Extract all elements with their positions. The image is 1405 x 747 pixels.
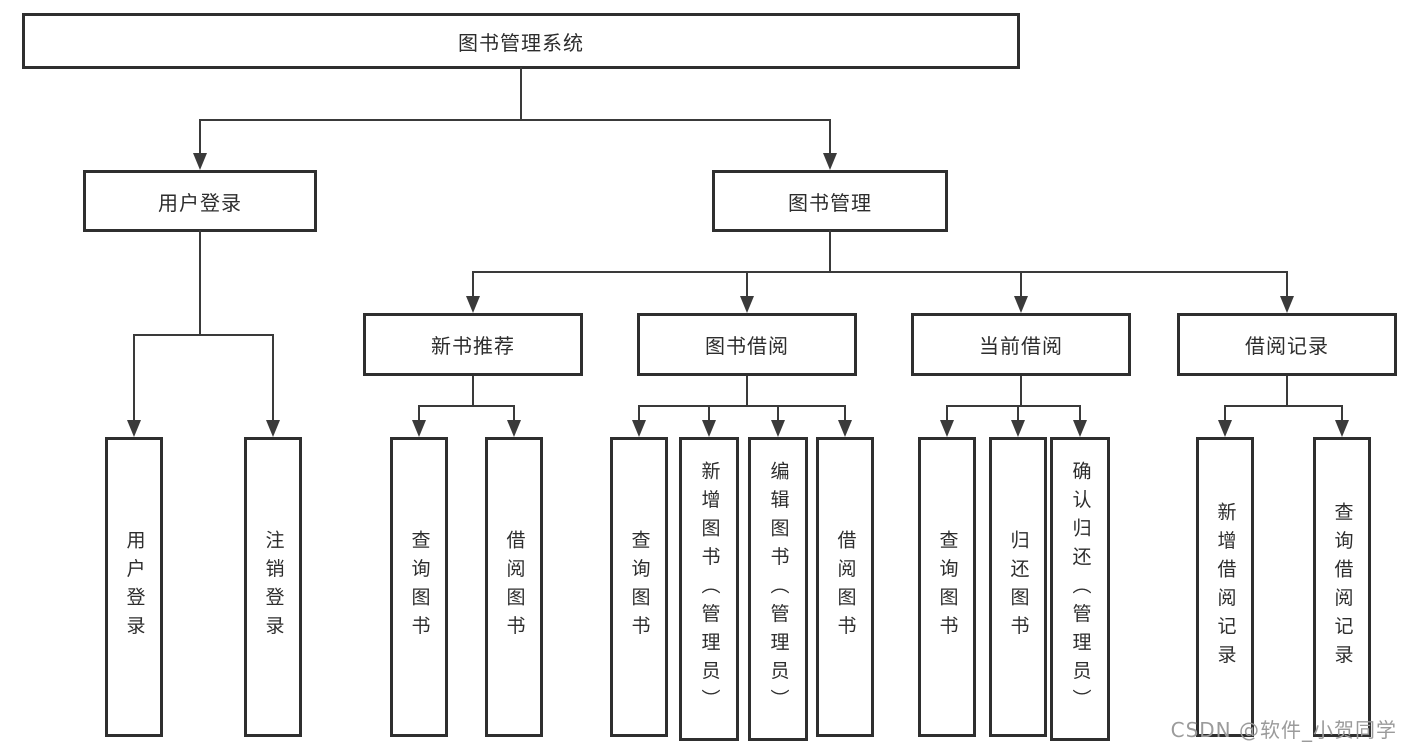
connector-line bbox=[418, 405, 420, 421]
connector-line bbox=[472, 376, 474, 407]
leaf-add-books-admin: 新增图书（管理员） bbox=[679, 437, 739, 741]
node-label: 借阅记录 bbox=[1245, 334, 1329, 358]
leaf-query-books-current: 查询图书 bbox=[918, 437, 976, 737]
node-book-management: 图书管理 bbox=[712, 170, 948, 232]
csdn-watermark: CSDN @软件_小贺同学 bbox=[1170, 718, 1397, 742]
connector-line bbox=[1020, 376, 1022, 407]
node-user-login-group: 用户登录 bbox=[83, 170, 317, 232]
leaf-user-login: 用户登录 bbox=[105, 437, 163, 737]
arrow-down-icon bbox=[1014, 296, 1028, 313]
leaf-label: 查询图书 bbox=[408, 530, 431, 644]
connector-line bbox=[1341, 405, 1343, 421]
connector-line bbox=[133, 334, 135, 420]
node-label: 图书管理系统 bbox=[458, 30, 584, 55]
connector-line bbox=[829, 119, 831, 154]
arrow-down-icon bbox=[940, 420, 954, 437]
connector-line bbox=[708, 405, 710, 421]
connector-line bbox=[1079, 405, 1081, 421]
connector-line bbox=[418, 405, 515, 407]
connector-line bbox=[199, 230, 201, 336]
connector-line bbox=[472, 271, 474, 297]
node-library-management-system: 图书管理系统 bbox=[22, 13, 1020, 69]
leaf-logout: 注销登录 bbox=[244, 437, 302, 737]
leaf-borrow-books-recommend: 借阅图书 bbox=[485, 437, 543, 737]
connector-line bbox=[1224, 405, 1343, 407]
arrow-down-icon bbox=[1218, 420, 1232, 437]
leaf-query-books-borrowing: 查询图书 bbox=[610, 437, 668, 737]
node-label: 图书借阅 bbox=[705, 334, 789, 358]
connector-line bbox=[1017, 405, 1019, 421]
arrow-down-icon bbox=[1280, 296, 1294, 313]
node-label: 图书管理 bbox=[788, 190, 872, 215]
leaf-label: 用户登录 bbox=[123, 530, 146, 644]
arrow-down-icon bbox=[1335, 420, 1349, 437]
arrow-down-icon bbox=[1011, 420, 1025, 437]
connector-line bbox=[1286, 271, 1288, 297]
arrow-down-icon bbox=[412, 420, 426, 437]
node-book-borrowing: 图书借阅 bbox=[637, 313, 857, 376]
connector-line bbox=[746, 376, 748, 407]
node-label: 新书推荐 bbox=[431, 334, 515, 358]
connector-line bbox=[513, 405, 515, 421]
leaf-label: 查询图书 bbox=[628, 530, 651, 644]
connector-line bbox=[946, 405, 1081, 407]
arrow-down-icon bbox=[838, 420, 852, 437]
leaf-add-borrow-record: 新增借阅记录 bbox=[1196, 437, 1254, 737]
connector-line bbox=[1224, 405, 1226, 421]
leaf-label: 注销登录 bbox=[262, 530, 285, 644]
arrow-down-icon bbox=[632, 420, 646, 437]
arrow-down-icon bbox=[127, 420, 141, 437]
arrow-down-icon bbox=[193, 153, 207, 170]
leaf-label: 查询图书 bbox=[936, 530, 959, 644]
leaf-edit-books-admin: 编辑图书（管理员） bbox=[748, 437, 808, 741]
connector-line bbox=[638, 405, 846, 407]
leaf-query-books-recommend: 查询图书 bbox=[390, 437, 448, 737]
connector-line bbox=[520, 67, 522, 121]
leaf-borrow-books: 借阅图书 bbox=[816, 437, 874, 737]
leaf-return-books: 归还图书 bbox=[989, 437, 1047, 737]
connector-line bbox=[638, 405, 640, 421]
arrow-down-icon bbox=[702, 420, 716, 437]
connector-line bbox=[1020, 271, 1022, 297]
arrow-down-icon bbox=[1073, 420, 1087, 437]
connector-line bbox=[133, 334, 274, 336]
leaf-confirm-return-admin: 确认归还（管理员） bbox=[1050, 437, 1110, 741]
arrow-down-icon bbox=[823, 153, 837, 170]
connector-line bbox=[829, 230, 831, 272]
connector-line bbox=[199, 119, 201, 154]
arrow-down-icon bbox=[466, 296, 480, 313]
leaf-label: 确认归还（管理员） bbox=[1069, 460, 1092, 718]
connector-line bbox=[199, 119, 831, 121]
connector-line bbox=[472, 271, 1288, 273]
node-label: 用户登录 bbox=[158, 190, 242, 215]
connector-line bbox=[844, 405, 846, 421]
leaf-label: 新增借阅记录 bbox=[1214, 501, 1237, 673]
node-label: 当前借阅 bbox=[979, 334, 1063, 358]
arrow-down-icon bbox=[507, 420, 521, 437]
connector-line bbox=[777, 405, 779, 421]
leaf-label: 借阅图书 bbox=[503, 530, 526, 644]
leaf-label: 新增图书（管理员） bbox=[698, 460, 721, 718]
arrow-down-icon bbox=[740, 296, 754, 313]
connector-line bbox=[946, 405, 948, 421]
leaf-label: 编辑图书（管理员） bbox=[767, 460, 790, 718]
connector-line bbox=[272, 334, 274, 420]
node-borrowing-records: 借阅记录 bbox=[1177, 313, 1397, 376]
leaf-label: 归还图书 bbox=[1007, 530, 1030, 644]
node-current-borrowing: 当前借阅 bbox=[911, 313, 1131, 376]
arrow-down-icon bbox=[266, 420, 280, 437]
leaf-query-borrow-record: 查询借阅记录 bbox=[1313, 437, 1371, 737]
leaf-label: 借阅图书 bbox=[834, 530, 857, 644]
arrow-down-icon bbox=[771, 420, 785, 437]
leaf-label: 查询借阅记录 bbox=[1331, 501, 1354, 673]
connector-line bbox=[1286, 376, 1288, 407]
connector-line bbox=[746, 271, 748, 297]
node-new-book-recommendation: 新书推荐 bbox=[363, 313, 583, 376]
